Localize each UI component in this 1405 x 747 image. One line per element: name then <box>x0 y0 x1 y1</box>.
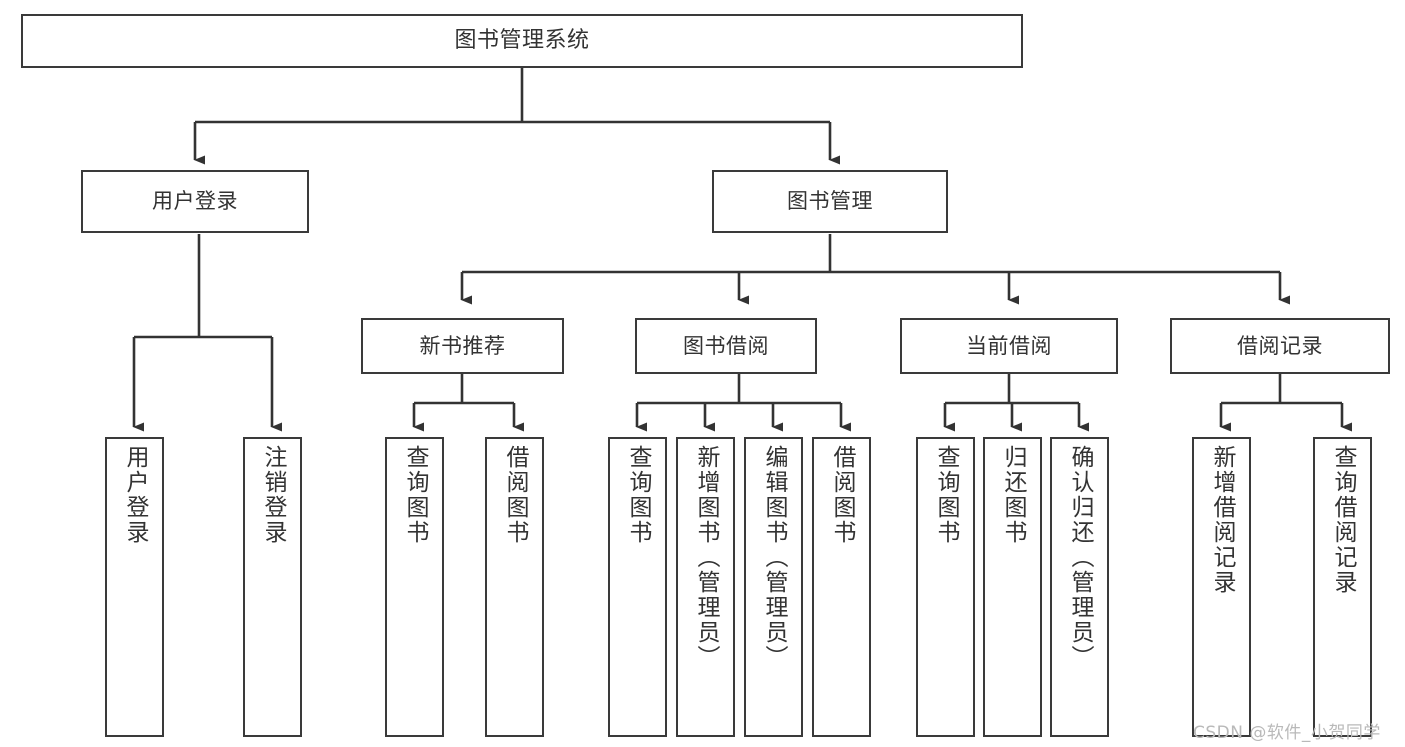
node-label: 图书管理系统 <box>454 28 590 54</box>
leaf-current-borrow-confirm-return[interactable]: 确认归还（管理员） <box>1050 437 1109 737</box>
node-label: 新增图书（管理员） <box>693 445 719 670</box>
leaf-book-borrow-add[interactable]: 新增图书（管理员） <box>676 437 735 737</box>
node-label: 新书推荐 <box>419 333 506 358</box>
leaf-borrow-record-add[interactable]: 新增借阅记录 <box>1192 437 1251 737</box>
node-label: 查询借阅记录 <box>1330 445 1356 595</box>
csdn-watermark: CSDN @软件_小贺同学 <box>1193 723 1381 743</box>
node-label: 当前借阅 <box>966 333 1052 358</box>
leaf-new-book-borrow[interactable]: 借阅图书 <box>485 437 544 737</box>
node-label: 编辑图书（管理员） <box>761 445 787 670</box>
node-label: 借阅图书 <box>502 445 528 545</box>
node-current-borrow[interactable]: 当前借阅 <box>900 318 1118 374</box>
node-label: 查询图书 <box>402 445 428 545</box>
node-label: 用户登录 <box>122 445 148 545</box>
node-book-management[interactable]: 图书管理 <box>712 170 948 233</box>
leaf-book-borrow-edit[interactable]: 编辑图书（管理员） <box>744 437 803 737</box>
node-label: 用户登录 <box>152 189 238 214</box>
node-label: 查询图书 <box>933 445 959 545</box>
leaf-book-borrow-borrow[interactable]: 借阅图书 <box>812 437 871 737</box>
node-label: 归还图书 <box>1000 445 1026 545</box>
node-label: 注销登录 <box>260 445 286 545</box>
node-book-borrow[interactable]: 图书借阅 <box>635 318 817 374</box>
node-root-library-system[interactable]: 图书管理系统 <box>21 14 1023 68</box>
node-label: 新增借阅记录 <box>1209 445 1235 595</box>
node-user-login[interactable]: 用户登录 <box>81 170 309 233</box>
leaf-user-login-logout[interactable]: 注销登录 <box>243 437 302 737</box>
leaf-borrow-record-query[interactable]: 查询借阅记录 <box>1313 437 1372 737</box>
node-new-book-recommend[interactable]: 新书推荐 <box>361 318 564 374</box>
node-label: 借阅记录 <box>1237 333 1323 358</box>
leaf-user-login-login[interactable]: 用户登录 <box>105 437 164 737</box>
node-borrow-record[interactable]: 借阅记录 <box>1170 318 1390 374</box>
node-label: 借阅图书 <box>829 445 855 545</box>
leaf-new-book-query[interactable]: 查询图书 <box>385 437 444 737</box>
node-label: 确认归还（管理员） <box>1067 445 1093 670</box>
leaf-current-borrow-query[interactable]: 查询图书 <box>916 437 975 737</box>
node-label: 查询图书 <box>625 445 651 545</box>
node-label: 图书管理 <box>787 189 873 214</box>
leaf-book-borrow-query[interactable]: 查询图书 <box>608 437 667 737</box>
leaf-current-borrow-return[interactable]: 归还图书 <box>983 437 1042 737</box>
node-label: 图书借阅 <box>683 333 769 358</box>
